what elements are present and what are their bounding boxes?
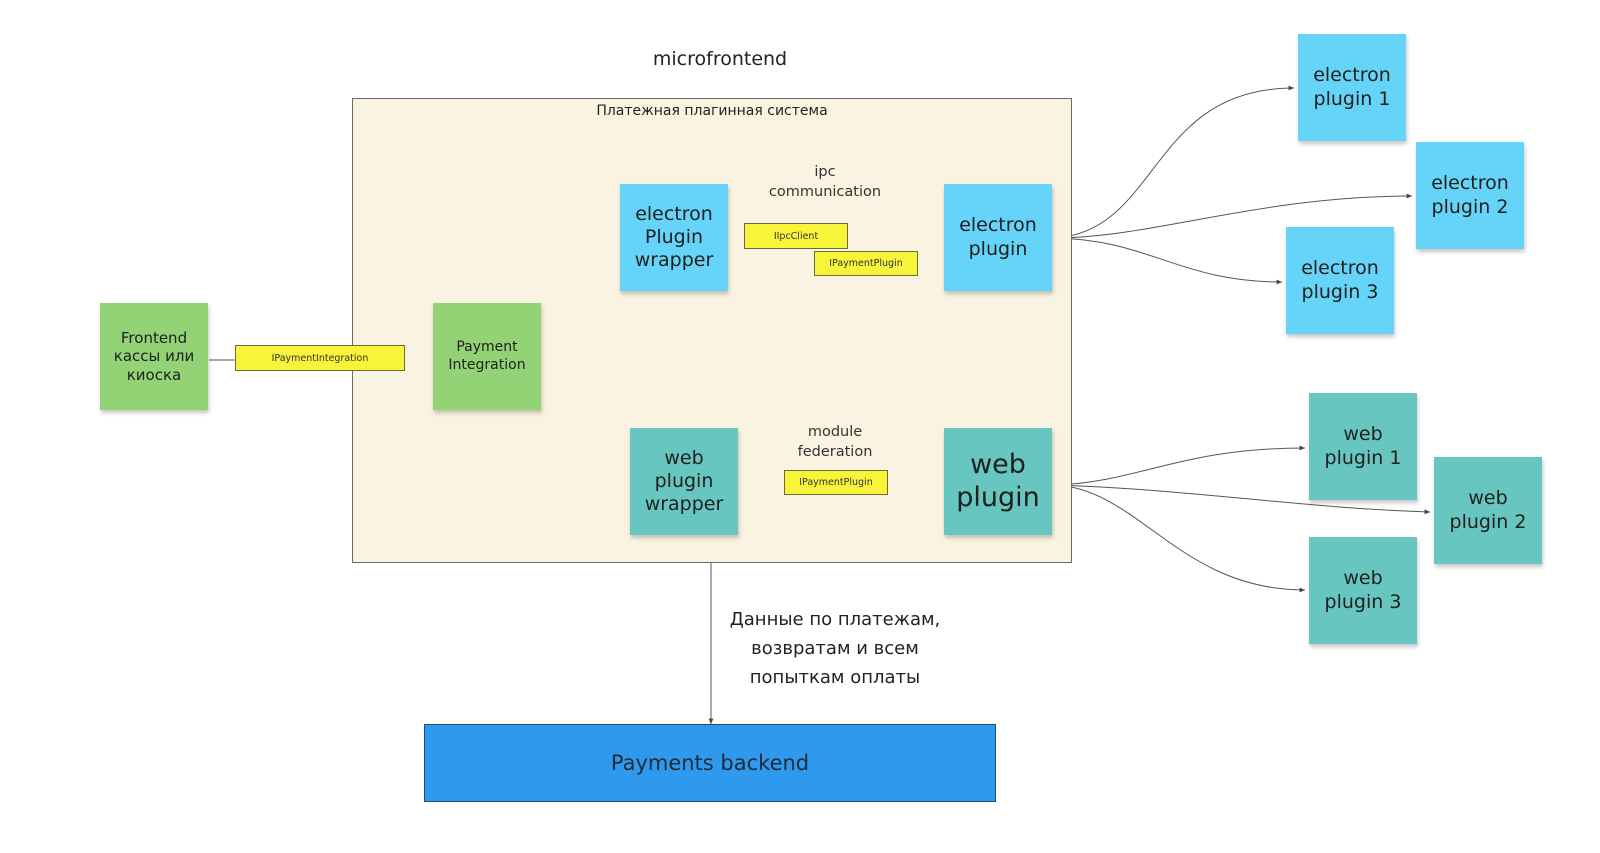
ipayment-plugin-electron-tag: IPaymentPlugin bbox=[814, 251, 918, 276]
payment-plugin-system-label: Платежная плагинная система bbox=[596, 103, 828, 119]
backend-label-line-3: попыткам оплаты bbox=[749, 666, 921, 688]
web-plugin-node: web plugin bbox=[944, 428, 1052, 535]
web-plugin-node-label: web plugin bbox=[956, 448, 1040, 513]
electron-plugin-wrapper-node: electron Plugin wrapper bbox=[620, 184, 728, 291]
backend-label-line-1: Данные по платежам, bbox=[729, 609, 941, 630]
payment-integration-node: Payment Integration bbox=[433, 303, 541, 410]
mf-label-line-1: module bbox=[807, 424, 863, 440]
electron-plugin-1-label: electron plugin 1 bbox=[1313, 64, 1391, 110]
frontend-node: Frontend кассы или киоска bbox=[100, 303, 208, 410]
edge-electron-plugin-to-plugin-2 bbox=[1055, 193, 1413, 239]
electron-plugin-2-node: electron plugin 2 bbox=[1416, 142, 1524, 249]
edge-electron-plugin-to-plugin-1 bbox=[1055, 85, 1295, 239]
web-plugin-2-label: web plugin 2 bbox=[1449, 487, 1527, 533]
web-plugin-wrapper-node-label: web plugin wrapper bbox=[644, 446, 724, 516]
mf-label-line-2: federation bbox=[797, 444, 873, 461]
backend-label-line-2: возвратам и всем bbox=[751, 637, 919, 659]
backend-data-label: Данные по платежам, возвратам и всем поп… bbox=[700, 606, 970, 692]
electron-plugin-node: electron plugin bbox=[944, 184, 1052, 291]
electron-plugin-3-label: electron plugin 3 bbox=[1301, 257, 1379, 303]
web-plugin-2-node: web plugin 2 bbox=[1434, 457, 1542, 564]
payment-integration-node-label: Payment Integration bbox=[448, 339, 526, 373]
ipc-label-line-1: ipc bbox=[814, 164, 836, 180]
edge-web-plugin-to-web-plugin-2 bbox=[1055, 484, 1431, 515]
frontend-node-label: Frontend кассы или киоска bbox=[113, 329, 195, 384]
electron-plugin-1-node: electron plugin 1 bbox=[1298, 34, 1406, 141]
module-federation-label: module federation bbox=[760, 422, 910, 463]
electron-plugin-wrapper-node-label: electron Plugin wrapper bbox=[634, 202, 714, 272]
web-plugin-3-node: web plugin 3 bbox=[1309, 537, 1417, 644]
web-plugin-1-node: web plugin 1 bbox=[1309, 393, 1417, 500]
web-plugin-wrapper-node: web plugin wrapper bbox=[630, 428, 738, 535]
iipc-client-tag: IIpcClient bbox=[744, 223, 848, 249]
ipc-communication-label: ipc communication bbox=[750, 162, 900, 203]
edge-web-plugin-to-web-plugin-1 bbox=[1055, 445, 1306, 486]
payments-backend-label: Payments backend bbox=[610, 751, 810, 775]
electron-plugin-node-label: electron plugin bbox=[959, 214, 1037, 260]
diagram-title: microfrontend bbox=[652, 48, 788, 70]
web-plugin-1-label: web plugin 1 bbox=[1324, 423, 1402, 469]
electron-plugin-2-label: electron plugin 2 bbox=[1431, 172, 1509, 218]
edge-electron-plugin-to-plugin-3 bbox=[1055, 237, 1283, 285]
ipayment-plugin-web-tag: IPaymentPlugin bbox=[784, 470, 888, 495]
web-plugin-3-label: web plugin 3 bbox=[1324, 567, 1402, 613]
payments-backend-node: Payments backend bbox=[424, 724, 996, 802]
edge-web-plugin-to-web-plugin-3 bbox=[1055, 484, 1306, 593]
ipayment-integration-tag: IPaymentIntegration bbox=[235, 345, 405, 371]
ipc-label-line-2: communication bbox=[768, 184, 882, 201]
electron-plugin-3-node: electron plugin 3 bbox=[1286, 227, 1394, 334]
